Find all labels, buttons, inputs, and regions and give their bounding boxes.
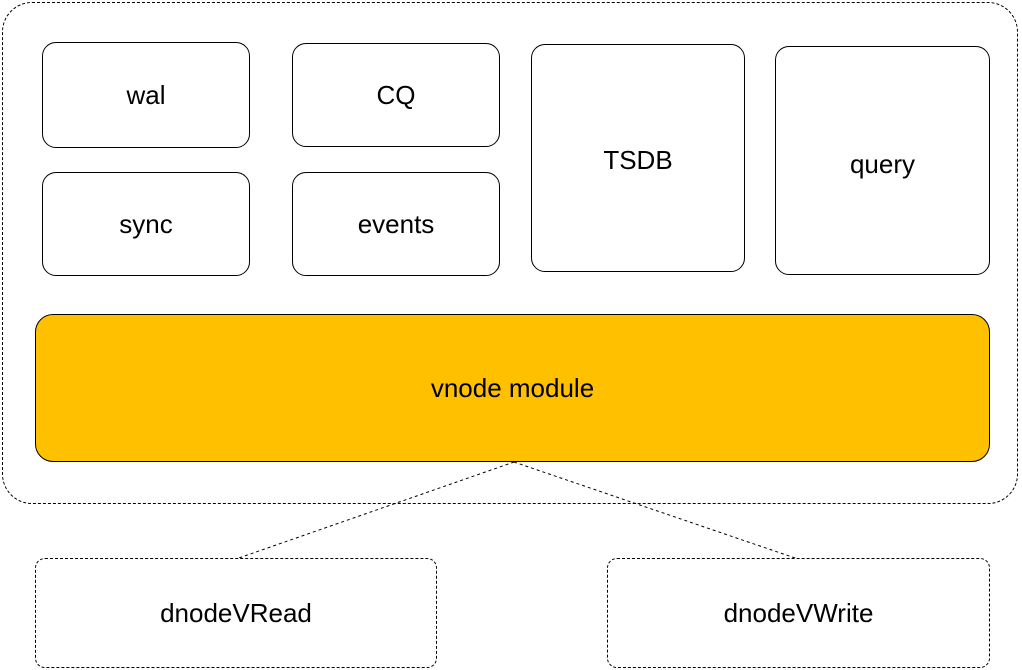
sync-label: sync <box>119 209 173 239</box>
events-box: events <box>292 172 500 276</box>
wal-label: wal <box>126 80 166 110</box>
cq-box: CQ <box>292 43 500 147</box>
vnode-module: vnode module <box>35 314 990 462</box>
wal-box: wal <box>42 42 250 148</box>
vnode-module-label: vnode module <box>430 372 595 403</box>
query-label: query <box>849 149 916 179</box>
query-box: query <box>775 46 990 275</box>
sync-box: sync <box>42 172 250 276</box>
events-label: events <box>357 209 435 239</box>
tsdb-label: TSDB <box>603 145 673 175</box>
tsdb-box: TSDB <box>531 44 745 272</box>
cq-label: CQ <box>376 80 416 110</box>
dnode-vwrite-label: dnodeVWrite <box>723 597 874 628</box>
dnode-vread-box: dnodeVRead <box>35 558 437 668</box>
dnode-vread-label: dnodeVRead <box>160 597 312 628</box>
dnode-vwrite-box: dnodeVWrite <box>607 558 990 668</box>
